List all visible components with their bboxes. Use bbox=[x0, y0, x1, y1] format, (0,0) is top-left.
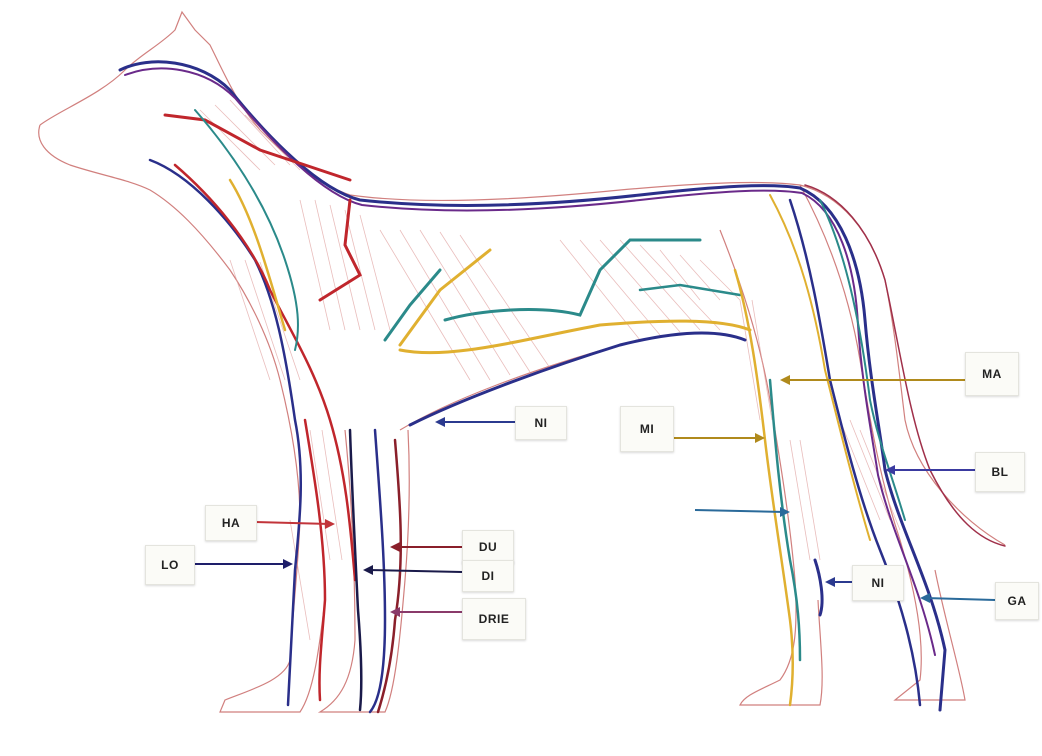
unlabeled-arrow bbox=[695, 510, 785, 512]
label-ga: GA bbox=[995, 582, 1039, 620]
label-ni-upper: NI bbox=[515, 406, 567, 440]
ga-arrow bbox=[925, 598, 995, 600]
label-ma: MA bbox=[965, 352, 1019, 396]
meridian-lines bbox=[120, 62, 1005, 712]
ha-arrow bbox=[255, 522, 330, 524]
label-drie: DRIE bbox=[462, 598, 526, 640]
label-ha: HA bbox=[205, 505, 257, 541]
label-du: DU bbox=[462, 530, 514, 564]
label-ni-lower: NI bbox=[852, 565, 904, 601]
muscle-hatching bbox=[200, 100, 900, 640]
di-arrow bbox=[368, 570, 462, 572]
label-lo: LO bbox=[145, 545, 195, 585]
label-bl: BL bbox=[975, 452, 1025, 492]
label-mi: MI bbox=[620, 406, 674, 452]
label-di: DI bbox=[462, 560, 514, 592]
